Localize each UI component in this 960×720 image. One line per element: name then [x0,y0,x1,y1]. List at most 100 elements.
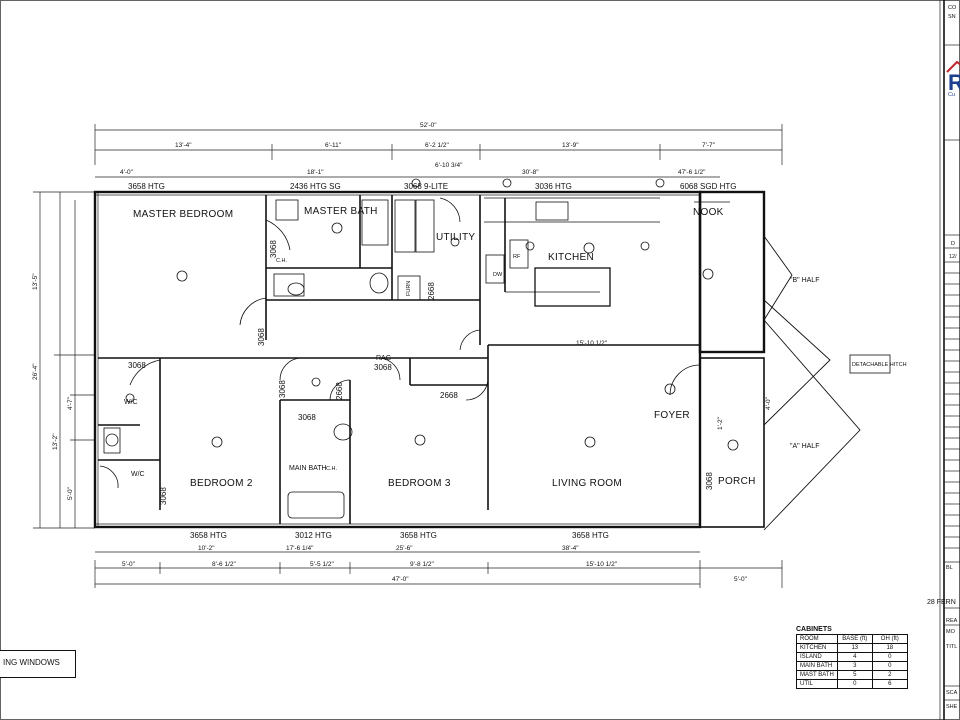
win-top-3: 3068 9-LITE [404,182,448,191]
dim-top-4: 13'-9" [562,142,579,149]
master-toilet-icon [273,273,305,297]
title-tit: TITL [946,644,957,650]
cabinet-schedule-title: CABINETS [796,626,832,633]
room-foyer: FOYER [654,410,690,421]
dim-topsub-1: 4'-0" [120,169,134,176]
dim-top-3: 6'-2 1/2" [425,142,449,149]
title-sca: SCA [946,690,958,696]
cell-room: ISLAND [796,652,838,662]
cell-oh: 0 [871,661,908,671]
label-hitch: DETACHABLE HITCH [852,362,907,368]
room-nook: NOOK [693,207,724,218]
win-bottom-2: 3012 HTG [295,531,332,540]
cell-oh: 6 [871,679,908,689]
dim-topsub-5: 47'-6 1/2" [678,169,706,176]
header-oh: OH (ft) [871,634,908,644]
logo-subtitle: Cu [948,92,955,98]
room-main-bath: MAIN BATH [289,465,327,472]
cell-base: 0 [836,679,873,689]
dim-bot-5: 15'-10 1/2" [586,561,618,568]
win-bottom-3: 3658 HTG [400,531,437,540]
title-rea: REA [946,618,958,624]
dim-left-4: 4'-7" [67,396,74,410]
table-row: KITCHEN 13 18 [796,643,908,653]
door-tag-4: 3068 [257,328,266,346]
door-tag-1: 3068 [269,240,278,258]
table-header-row: ROOM BASE (ft) OH (ft) [796,634,908,644]
fixture-ch-1: C.H. [276,258,287,264]
window-note-text: ING WINDOWS [3,658,60,667]
range-icon [485,254,505,284]
dryer-icon [415,199,435,253]
title-block: CO SN R Cu D 12/ BL 28 FERN REA MO TITL … [927,0,960,720]
cell-room: KITCHEN [796,643,838,653]
fixtures [103,199,730,519]
revision-grid [944,261,960,549]
title-bl: BL [946,565,953,571]
room-utility: UTILITY [436,232,475,243]
refrigerator-icon [509,239,529,269]
half-section-markers [763,235,891,531]
title-date-label: D [951,241,955,247]
bottom-dimensions: 10'-2" 17'-6 1/4" 25'-6" 38'-4" 5'-0" 8'… [94,340,783,588]
dim-bottom-overall: 47'-0" [392,576,409,583]
dim-left-5: 5'-0" [67,486,74,500]
cell-base: 3 [836,661,873,671]
room-master-bath: MASTER BATH [304,206,378,217]
room-porch: PORCH [718,476,756,487]
win-top-1: 3658 HTG [128,182,165,191]
cell-base: 4 [836,652,873,662]
header-room: ROOM [796,634,838,644]
dim-living: 15'-10 1/2" [576,340,608,347]
dim-right-1: 4'-0" [765,396,772,410]
window-note-box: ING WINDOWS [0,650,76,678]
door-tag-9: 2668 [440,391,458,400]
dim-top-2: 6'-11" [325,142,342,149]
dim-botsub-2: 17'-6 1/4" [286,545,314,552]
company-logo: R [948,70,960,95]
title-she: SHE [946,704,958,710]
title-mo: MO [946,629,956,635]
room-living-room: LIVING ROOM [552,478,622,489]
door-tags: 3068 3068 3068 3068 3068 3068 2668 2668 … [128,240,714,505]
table-row: UTIL 0 6 [796,679,908,689]
kitchen-sink-icon [535,201,569,221]
door-tag-8: 2668 [427,282,436,300]
label-a-half: "A" HALF [790,443,819,450]
header-base: BASE (ft) [836,634,873,644]
fixture-rf: RF [513,254,521,260]
dim-right-2: 1'-2" [717,416,724,430]
dim-topsub-3: 6'-10 3/4" [435,162,463,169]
window-tags: 3658 HTG 2436 HTG SG 3068 9-LITE 3036 HT… [128,182,736,540]
win-bottom-4: 3658 HTG [572,531,609,540]
dim-left-3: 13'-2" [52,433,59,450]
left-dimensions: 13'-5" 26'-4" 13'-2" 4'-7" 5'-0" [32,191,95,529]
door-swings [99,197,701,489]
exterior-walls [93,190,766,529]
door-tag-6: 3068 [298,413,316,422]
door-tag-10: 3068 [374,363,392,372]
title-address: 28 FERN [927,599,956,606]
cabinet-schedule: CABINETS ROOM BASE (ft) OH (ft) KITCHEN … [796,626,924,689]
dim-bot-4: 9'-8 1/2" [410,561,434,568]
fixture-dw: DW [493,272,503,278]
room-wic-2: W/C [131,471,145,478]
door-tag-7: 2668 [335,382,344,400]
label-b-half: "B" HALF [790,277,819,284]
dim-left-1: 13'-5" [32,273,39,290]
door-tag-rag: RAG [376,355,391,362]
dim-top-overall: 52'-0" [420,122,437,129]
title-sn: SN [948,14,956,20]
cell-room: UTIL [796,679,838,689]
win-top-5: 6068 SGD HTG [680,182,736,191]
fixture-furn: FURN [406,281,412,296]
title-date-value: 12/ [949,254,957,260]
dim-top-5: 7'-7" [702,142,716,149]
win-bottom-1: 3658 HTG [190,531,227,540]
dim-bot-2: 8'-6 1/2" [212,561,236,568]
dim-porch: 5'-0" [734,576,748,583]
table-row: MAST BATH 5 2 [796,670,908,680]
room-kitchen: KITCHEN [548,252,594,263]
cell-room: MAIN BATH [796,661,838,671]
